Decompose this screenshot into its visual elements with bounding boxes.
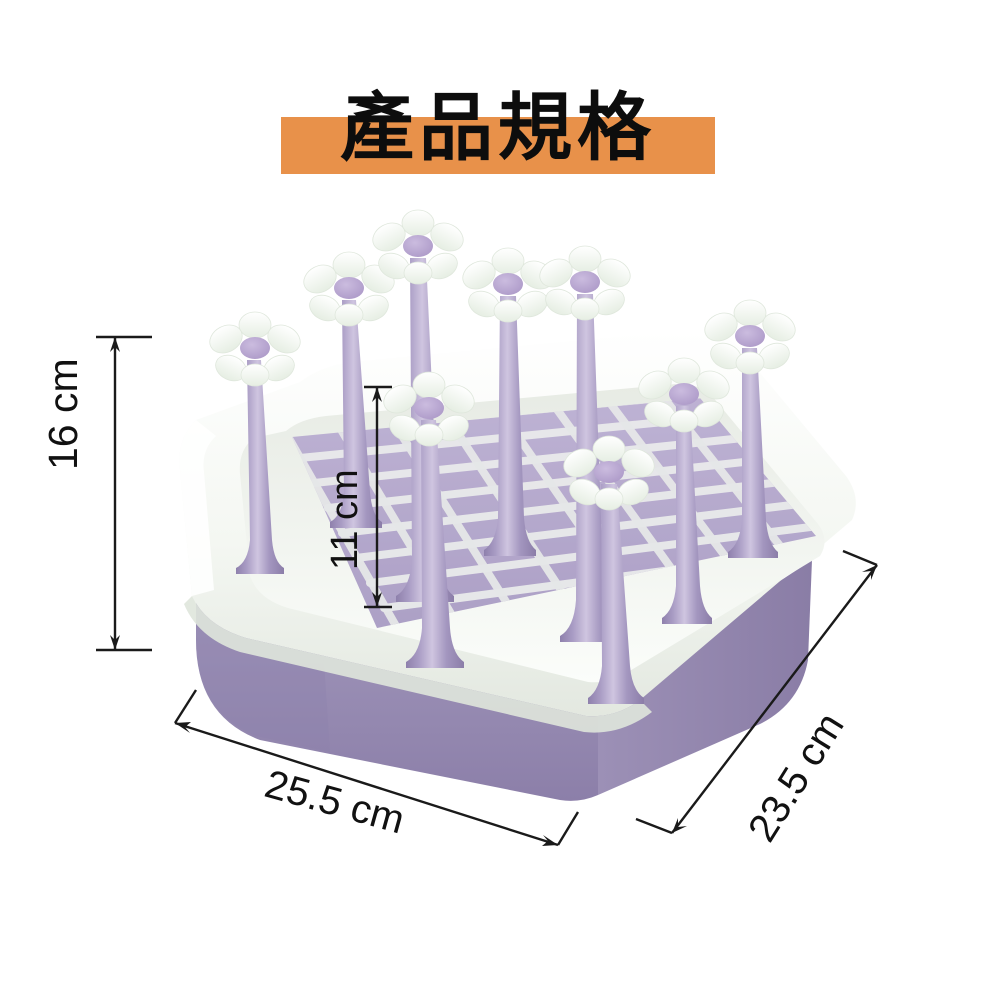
dimension-label-peg-height: 11 cm [324,469,366,570]
peg [634,357,734,624]
peg [299,251,399,528]
peg-group [205,209,800,704]
peg [559,435,659,704]
peg [205,311,305,574]
peg [700,299,800,558]
dimension-lines [96,335,878,847]
title-highlight-band [281,117,715,174]
peg [458,247,558,556]
dimension-depth [635,549,878,835]
dimension-label-height: 16 cm [40,358,86,470]
page-title: 產品規格 [340,86,656,169]
dimension-width [173,689,580,847]
dimension-peg-height [364,385,392,609]
dimension-height [96,335,152,652]
peg [379,371,479,668]
